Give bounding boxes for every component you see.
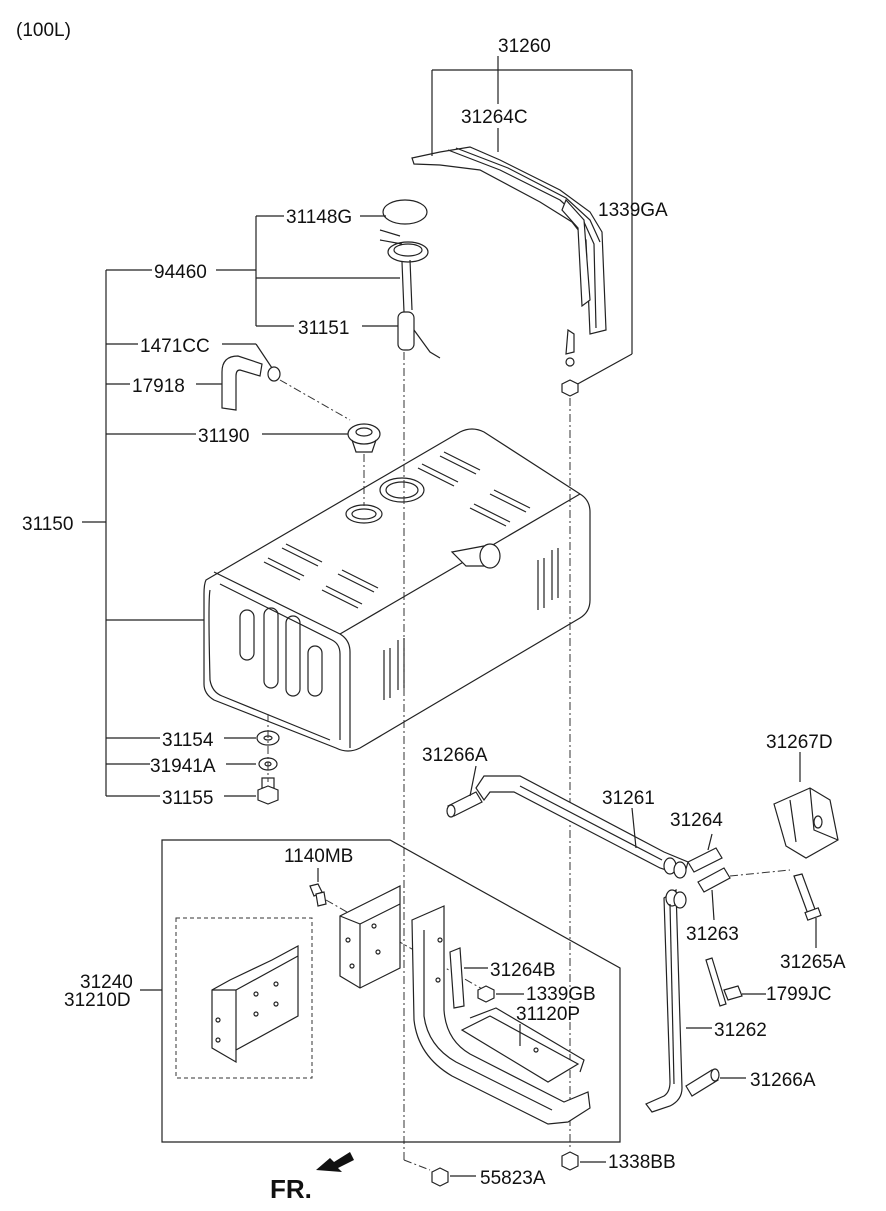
fuel-sender-drawing — [379, 199, 441, 359]
label-31261: 31261 — [602, 788, 655, 809]
strap-31262 — [645, 888, 687, 1113]
nut-55823A — [431, 1167, 449, 1187]
strap-31261 — [475, 775, 689, 879]
bracket-inset-box — [175, 917, 313, 1079]
pad-31263 — [697, 867, 731, 893]
label-31260: 31260 — [498, 36, 551, 57]
label-55823A: 55823A — [480, 1168, 546, 1189]
label-1339GB: 1339GB — [526, 984, 596, 1005]
nut-1339GB — [477, 985, 495, 1003]
fuel-tank-body — [203, 428, 591, 752]
band-1799JC — [705, 957, 743, 1007]
label-31263: 31263 — [686, 924, 739, 945]
label-1471CC: 1471CC — [140, 336, 210, 357]
label-31264B: 31264B — [490, 960, 556, 981]
label-31151: 31151 — [298, 318, 349, 339]
front-arrow-icon — [316, 1152, 354, 1172]
label-1140MB: 1140MB — [284, 846, 353, 867]
label-31941A: 31941A — [150, 756, 216, 777]
nut-1339GA — [561, 379, 579, 397]
nut-1338BB — [561, 1151, 579, 1171]
hose-17918 — [221, 355, 281, 411]
label-31155: 31155 — [162, 788, 213, 809]
strap-bracket-31260-drawing — [411, 146, 607, 367]
drain-plug-31155 — [257, 777, 279, 805]
label-17918: 17918 — [132, 376, 185, 397]
label-31150: 31150 — [22, 514, 73, 535]
filler-neck-31190 — [347, 423, 381, 453]
front-direction-label: FR. — [270, 1174, 312, 1204]
label-31262: 31262 — [714, 1020, 767, 1041]
bracket-31120P — [411, 905, 591, 1125]
pad-31264B — [449, 947, 465, 1009]
label-31264C: 31264C — [461, 107, 528, 128]
mounting-bracket — [339, 885, 401, 989]
label-31120P: 31120P — [516, 1004, 580, 1025]
label-31267D: 31267D — [766, 732, 833, 753]
rod-31266A-top — [446, 791, 483, 818]
bolt-31265A — [793, 873, 822, 921]
label-31154: 31154 — [162, 730, 214, 751]
label-1338BB: 1338BB — [608, 1152, 676, 1173]
capacity-label: (100L) — [16, 20, 71, 41]
bracket-inset-drawing — [211, 944, 299, 1064]
rod-31266A-bottom — [685, 1068, 720, 1097]
pad-31264 — [687, 847, 723, 873]
label-31190: 31190 — [198, 426, 249, 447]
bolt-1140MB — [309, 883, 327, 907]
bracket-assembly-box — [161, 839, 621, 1143]
label-1339GA: 1339GA — [598, 200, 668, 221]
label-31266A-top: 31266A — [422, 745, 488, 766]
label-31265A: 31265A — [780, 952, 846, 973]
label-31264: 31264 — [670, 810, 723, 831]
label-94460: 94460 — [154, 262, 207, 283]
label-1799JC: 1799JC — [766, 984, 832, 1005]
label-31210D: 31210D — [64, 990, 131, 1011]
cover-31267D — [773, 787, 839, 859]
label-31240: 31240 — [80, 972, 133, 993]
label-31148G: 31148G — [286, 207, 352, 228]
label-31266A-bottom: 31266A — [750, 1070, 816, 1091]
